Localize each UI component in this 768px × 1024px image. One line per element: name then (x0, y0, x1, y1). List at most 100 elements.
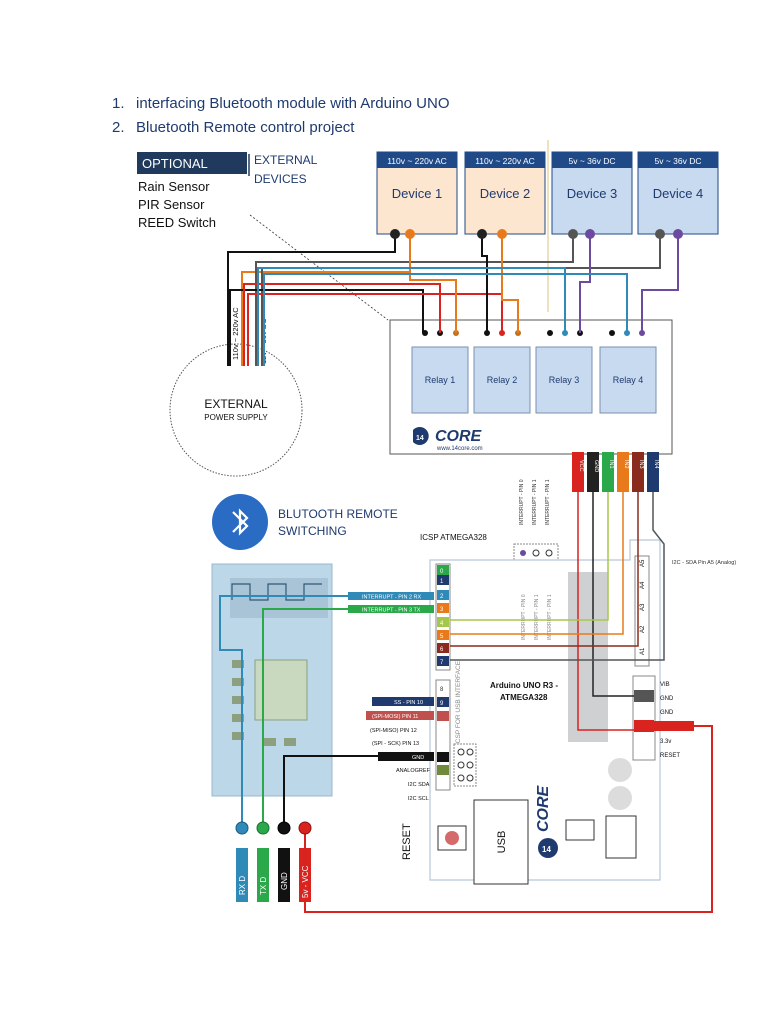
arduino-logo: 14 CORE (535, 784, 558, 858)
label-miso: (SPI-MISO) PIN 12 (370, 728, 417, 734)
svg-text:A4: A4 (640, 581, 646, 589)
tag-tx-label: INTERRUPT - PIN 3 TX (362, 608, 421, 614)
power-wires (227, 234, 679, 366)
power-pin-5v (634, 720, 654, 732)
svg-text:A2: A2 (640, 625, 646, 633)
svg-text:9: 9 (440, 701, 444, 707)
svg-text:5: 5 (440, 634, 444, 640)
icsp-label: ICSP ATMEGA328 (420, 533, 487, 542)
icsp-pin-1a: INTERRUPT - PIN 1 (532, 479, 538, 525)
device-3: 5v ~ 36v DC Device 3 (551, 151, 633, 235)
dashed-leader (249, 214, 389, 321)
optional-header-bg (137, 152, 247, 174)
external-devices-line1: EXTERNAL (254, 153, 318, 167)
relay-4: Relay 4 (599, 346, 657, 414)
svg-text:Relay 1: Relay 1 (425, 375, 456, 385)
reset-button[interactable] (445, 831, 459, 845)
svg-text:CORE: CORE (435, 428, 483, 445)
optional-item-pir: PIR Sensor (138, 197, 205, 212)
relay-1: Relay 1 (411, 346, 469, 414)
digital-header (435, 563, 451, 791)
device-4: 5v ~ 36v DC Device 4 (637, 151, 719, 235)
device-1-voltage: 110v ~ 220v AC (387, 156, 447, 166)
relay-board-logo: 14 CORE www.14core.com (413, 426, 483, 452)
label-i2c-sda: I2C SDA (408, 782, 430, 788)
svg-text:GND: GND (593, 460, 599, 472)
usb-label: USB (496, 831, 508, 854)
label-ss: SS - PIN 10 (394, 700, 423, 706)
svg-text:7: 7 (440, 660, 444, 666)
svg-text:0: 0 (440, 569, 444, 575)
svg-text:2: 2 (440, 594, 444, 600)
relay-input-pins: VCC GND IN1 IN2 IN3 IN4 (572, 452, 659, 492)
label-gnd-bg (378, 752, 434, 761)
svg-text:IN2: IN2 (623, 460, 629, 469)
bt-pin-vcc: 5v - VCC (298, 821, 312, 902)
bt-pin-rxd: RX D (235, 821, 249, 902)
svg-text:RESET: RESET (660, 753, 680, 759)
icsp-pin-0: INTERRUPT - PIN 0 (519, 479, 525, 525)
bluetooth-title-2: SWITCHING (278, 524, 347, 538)
svg-text:14: 14 (416, 435, 424, 442)
power-pin-labels: VIB GND GND 5v 3.3v RESET (660, 682, 680, 759)
regulator (565, 819, 595, 841)
device-4-name: Device 4 (653, 186, 704, 201)
power-header (632, 675, 656, 761)
label-i2c-scl: I2C SCL (408, 796, 429, 802)
label-ss-bg (372, 697, 434, 706)
device-2: 110v ~ 220v AC Device 2 (464, 151, 546, 235)
svg-text:Relay 2: Relay 2 (487, 375, 518, 385)
device-4-voltage: 5v ~ 36v DC (654, 156, 701, 166)
svg-text:3.3v: 3.3v (660, 739, 671, 745)
svg-text:4: 4 (440, 621, 444, 627)
svg-text:RX D: RX D (238, 876, 247, 895)
svg-text:CORE: CORE (535, 784, 552, 832)
optional-item-rain: Rain Sensor (138, 179, 210, 194)
analog-labels: A5 A4 A3 A2 A1 (640, 559, 646, 655)
power-jack (605, 815, 637, 859)
heading-1: 1.interfacing Bluetooth module with Ardu… (112, 95, 450, 112)
bt-pads (232, 660, 296, 746)
power-5v-lead (654, 721, 694, 731)
bt-antenna (231, 583, 322, 601)
external-devices-line2: DEVICES (254, 172, 307, 186)
optional-item-reed: REED Switch (138, 215, 216, 230)
label-gnd: GND (412, 755, 424, 761)
svg-text:IN1: IN1 (608, 460, 614, 469)
bt-antenna-area (230, 578, 328, 618)
capacitor-2 (608, 786, 632, 810)
svg-text:A5: A5 (640, 559, 646, 567)
label-mosi-bg (366, 711, 434, 720)
svg-text:VCC: VCC (578, 460, 584, 472)
power-supply-ac: 110v ~ 220v AC (231, 307, 240, 360)
svg-text:6: 6 (440, 647, 444, 653)
label-sck: (SPI - SCK) PIN 13 (372, 741, 419, 747)
svg-text:IN3: IN3 (638, 460, 644, 469)
svg-text:Relay 3: Relay 3 (549, 375, 580, 385)
ghost-int-1b: INTERRUPT - PIN 1 (547, 594, 553, 640)
power-supply-subtitle: POWER SUPPLY (204, 413, 268, 422)
usb-port (473, 799, 529, 885)
label-mosi: (SPI-MOSI) PIN 11 (372, 714, 418, 720)
icsp-usb-pins (457, 748, 474, 782)
heading-2: 2.Bluetooth Remote control project (112, 119, 355, 136)
device-1-name: Device 1 (392, 186, 443, 201)
device-2-name: Device 2 (480, 186, 531, 201)
bluetooth-title-1: BLUTOOTH REMOTE (278, 507, 398, 521)
relay-3: Relay 3 (535, 346, 593, 414)
reset-label: RESET (401, 823, 413, 860)
svg-text:8: 8 (440, 687, 444, 693)
optional-header: OPTIONAL (142, 156, 208, 171)
device-terminals (390, 229, 683, 239)
arduino-title: Arduino UNO R3 - (490, 681, 558, 690)
icsp-pin-1b: INTERRUPT - PIN 1 (545, 479, 551, 525)
atmega-chip (568, 572, 608, 742)
control-wires (450, 492, 665, 731)
svg-text:Relay 4: Relay 4 (613, 375, 644, 385)
svg-text:5v - VCC: 5v - VCC (301, 865, 310, 898)
svg-text:TX D: TX D (259, 877, 268, 895)
digital-pin-numbers: 0 1 2 3 4 5 6 7 8 9 (440, 569, 444, 707)
bt-pin-txd: TX D (256, 821, 270, 902)
relay-2: Relay 2 (473, 346, 531, 414)
